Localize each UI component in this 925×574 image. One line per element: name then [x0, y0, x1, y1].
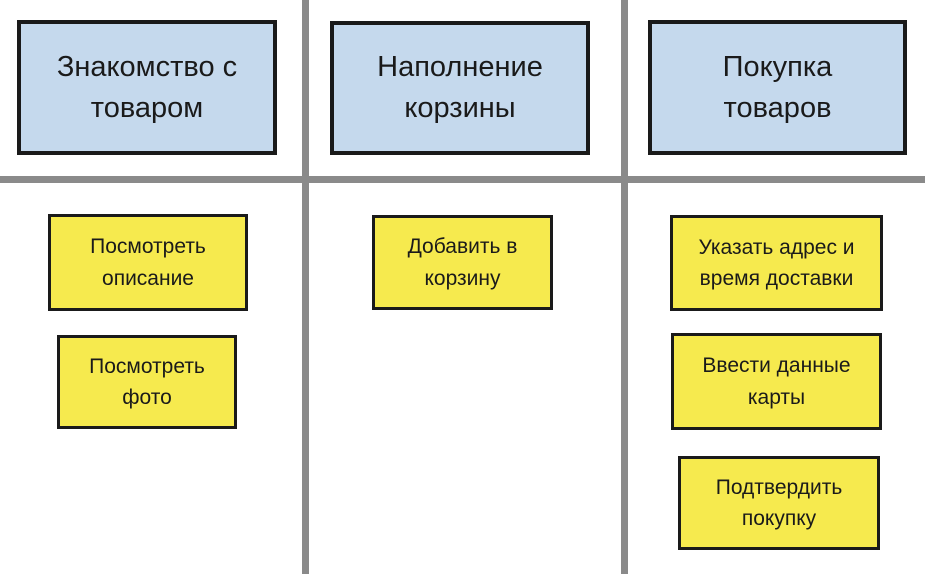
vertical-divider-1 — [302, 0, 309, 574]
card-view-description[interactable]: Посмотреть описание — [48, 214, 248, 311]
card-add-to-cart[interactable]: Добавить в корзину — [372, 215, 553, 310]
card-view-photo[interactable]: Посмотреть фото — [57, 335, 237, 429]
card-specify-address-delivery-time[interactable]: Указать адрес и время доставки — [670, 215, 883, 311]
header-product-introduction[interactable]: Знакомство с товаром — [17, 20, 277, 155]
header-purchase[interactable]: Покупка товаров — [648, 20, 907, 155]
card-confirm-purchase[interactable]: Подтвердить покупку — [678, 456, 880, 550]
horizontal-divider — [0, 176, 925, 183]
card-enter-card-details[interactable]: Ввести данные карты — [671, 333, 882, 430]
header-cart-filling[interactable]: Наполнение корзины — [330, 21, 590, 155]
vertical-divider-2 — [621, 0, 628, 574]
